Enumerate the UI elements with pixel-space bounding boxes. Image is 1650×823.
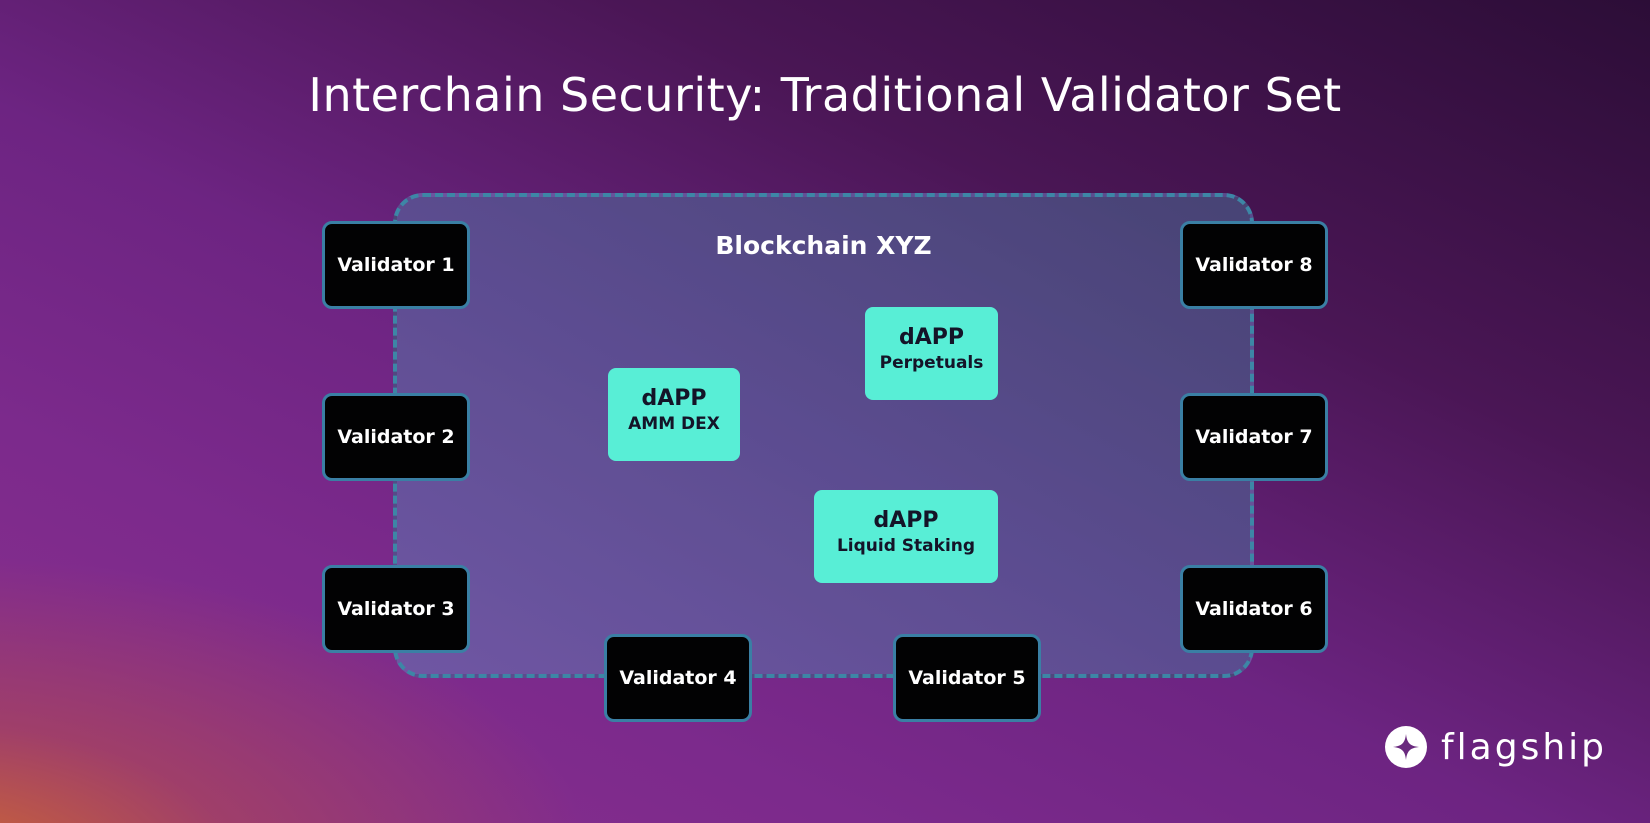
dapp-subtitle: Perpetuals bbox=[879, 353, 984, 373]
blockchain-container: Blockchain XYZ dAPP AMM DEX dAPP Perpetu… bbox=[393, 193, 1254, 678]
validator-4: Validator 4 bbox=[604, 634, 752, 722]
validator-8: Validator 8 bbox=[1180, 221, 1328, 309]
page-title: Interchain Security: Traditional Validat… bbox=[308, 68, 1342, 122]
dapp-perpetuals: dAPP Perpetuals bbox=[865, 307, 998, 400]
brand-name: flagship bbox=[1441, 726, 1608, 768]
dapp-title: dAPP bbox=[873, 508, 939, 533]
blockchain-label: Blockchain XYZ bbox=[715, 231, 932, 260]
brand-logo: flagship bbox=[1385, 726, 1607, 768]
dapp-subtitle: AMM DEX bbox=[628, 414, 720, 434]
dapp-title: dAPP bbox=[898, 325, 965, 350]
validator-5: Validator 5 bbox=[893, 634, 1041, 722]
validator-2: Validator 2 bbox=[322, 393, 470, 481]
validator-1: Validator 1 bbox=[322, 221, 470, 309]
dapp-amm-dex: dAPP AMM DEX bbox=[608, 368, 740, 461]
dapp-liquid-staking: dAPP Liquid Staking bbox=[814, 490, 998, 583]
dapp-subtitle: Liquid Staking bbox=[836, 536, 976, 556]
validator-6: Validator 6 bbox=[1180, 565, 1328, 653]
sparkle-star-icon bbox=[1385, 726, 1427, 768]
validator-3: Validator 3 bbox=[322, 565, 470, 653]
dapp-title: dAPP bbox=[641, 386, 707, 411]
validator-7: Validator 7 bbox=[1180, 393, 1328, 481]
